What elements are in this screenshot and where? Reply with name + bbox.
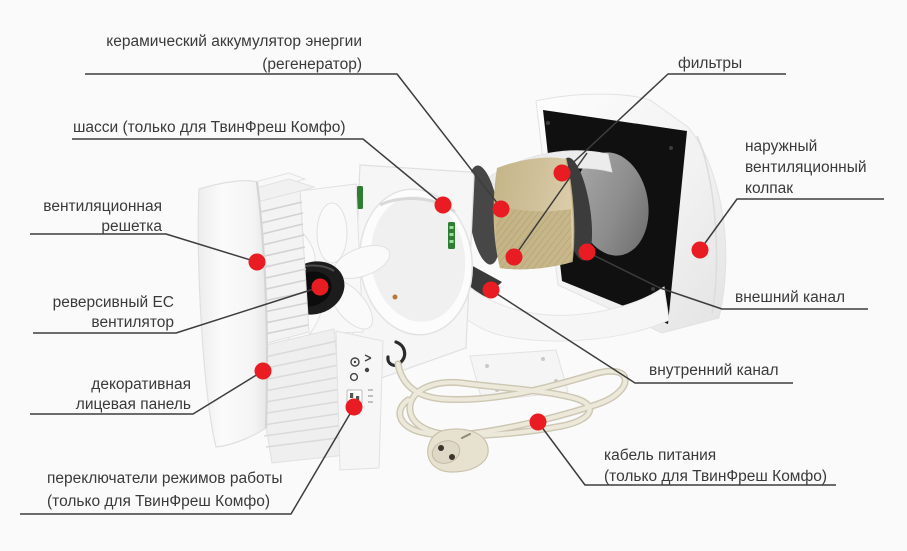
label-regenerator-line1: керамический аккумулятор энергии: [106, 33, 362, 50]
leader-inner-channel: [490, 289, 793, 384]
filter-front: [467, 165, 501, 265]
label-fan-line2: вентилятор: [91, 314, 174, 331]
leader-regenerator: [85, 73, 502, 209]
label-grille-line1: вентиляционная: [43, 198, 162, 215]
marker-filter-front-dot: [505, 248, 523, 266]
marker-outer-channel-dot: [578, 243, 596, 261]
leader-filters-a: [561, 73, 786, 174]
leader-hood: [699, 198, 884, 251]
leader-fan: [33, 286, 321, 334]
label-hood-line2: вентиляционный: [745, 159, 867, 176]
marker-regenerator-dot: [492, 200, 510, 218]
label-cable-line2: (только для ТвинФреш Комфо): [604, 468, 827, 485]
label-hood-line3: колпак: [745, 180, 793, 197]
hood-crease: [696, 135, 718, 315]
power-cable: [394, 360, 629, 473]
label-chassis: шасси (только для ТвинФреш Комфо): [73, 119, 346, 136]
leader-outer-channel: [586, 251, 868, 310]
connector-green: [357, 186, 455, 249]
panel-edge: [255, 181, 269, 429]
label-switches-line2: (только для ТвинФреш Комфо): [47, 493, 270, 510]
label-regenerator-line2: (регенератор): [262, 56, 362, 73]
label-panel-line1: декоративная: [91, 376, 191, 393]
label-cable-line1: кабель питания: [604, 447, 716, 464]
body-ribs: [255, 340, 346, 448]
label-filters: фильтры: [678, 55, 742, 72]
duct-bore: [370, 196, 466, 322]
front-panel: [197, 180, 269, 448]
leader-grille: [30, 233, 258, 263]
marker-fan-dot: [311, 278, 329, 296]
power-plug: [427, 428, 489, 473]
label-grille-line2: решетка: [101, 218, 162, 235]
label-panel-line2: лицевая панель: [76, 396, 191, 413]
label-switches-line1: переключатели режимов работы: [47, 470, 282, 487]
leader-lines: [20, 73, 884, 515]
duct-face-in-hood: [575, 152, 649, 256]
marker-filter-rear-dot: [553, 164, 571, 182]
leader-panel: [30, 370, 264, 415]
label-hood-line1: наружный: [745, 138, 817, 155]
marker-switches-dot: [345, 398, 363, 416]
screw-brass: [392, 294, 398, 300]
leader-chassis: [72, 138, 444, 206]
label-inner-channel: внутренний канал: [649, 362, 779, 379]
marker-cable-dot: [529, 413, 547, 431]
marker-dots: [248, 164, 709, 431]
labels: керамический аккумулятор энергии (регене…: [43, 33, 866, 510]
marker-inner-channel-dot: [482, 281, 500, 299]
leader-switches: [20, 406, 355, 515]
label-fan-line1: реверсивный EC: [53, 294, 174, 311]
marker-panel-dot: [254, 362, 272, 380]
duct-sleeve: [441, 258, 670, 342]
leader-filters-b: [513, 152, 588, 258]
label-outer-channel: внешний канал: [735, 289, 845, 306]
decorative-panel: [197, 180, 268, 448]
leader-cable: [537, 421, 836, 486]
marker-hood-dot: [691, 241, 709, 259]
marker-chassis-dot: [434, 196, 452, 214]
marker-grille-dot: [248, 253, 266, 271]
mounting-plate: [350, 164, 475, 388]
